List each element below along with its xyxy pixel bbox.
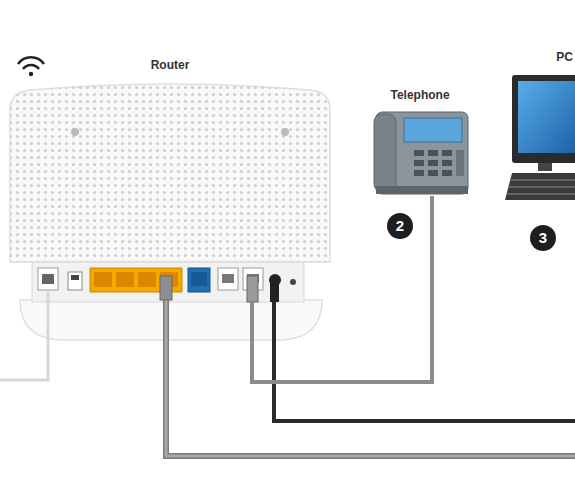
- screw-hole: [71, 128, 79, 136]
- lan-port: [94, 272, 112, 287]
- telephone-key: [442, 170, 452, 176]
- telephone-key: [442, 160, 452, 166]
- telephone-key: [428, 170, 438, 176]
- wan-socket: [191, 272, 207, 286]
- wifi-dot: [29, 72, 33, 76]
- phone-cable: [252, 196, 432, 382]
- telephone-key: [414, 170, 424, 176]
- telephone-key: [442, 150, 452, 156]
- usb-port: [68, 272, 82, 290]
- phone-socket: [222, 274, 234, 283]
- screw-hole: [281, 128, 289, 136]
- phone-port: [218, 268, 238, 290]
- power-cable: [274, 298, 575, 421]
- lan-plug: [160, 276, 172, 300]
- device-label: PC: [505, 50, 575, 64]
- device-label: Telephone: [370, 88, 470, 102]
- device-node: Telephone: [370, 86, 470, 196]
- wifi-arc: [18, 57, 44, 64]
- telephone-side-keys: [456, 150, 464, 176]
- telephone-key: [428, 150, 438, 156]
- telephone-key: [414, 160, 424, 166]
- usb-socket: [71, 275, 79, 280]
- router-vents: [10, 84, 330, 262]
- power-plug: [270, 280, 279, 302]
- telephone-base: [376, 186, 468, 194]
- monitor-frame: [512, 75, 575, 163]
- device-label: Router: [8, 58, 332, 72]
- phone-jack: [38, 268, 58, 290]
- telephone-key: [428, 160, 438, 166]
- telephone-handset: [374, 114, 396, 192]
- lan-port: [116, 272, 134, 287]
- lan-cable: [166, 296, 575, 456]
- phone-plug: [247, 276, 258, 302]
- lan-port: [138, 272, 156, 287]
- router-body: [10, 84, 330, 262]
- keyboard: [505, 173, 575, 200]
- monitor-stand: [538, 163, 552, 171]
- wifi-arc: [23, 65, 39, 69]
- port-panel: [32, 262, 304, 302]
- monitor-screen: [518, 81, 575, 153]
- callout-number: 3: [530, 225, 556, 251]
- telephone-screen: [404, 118, 462, 142]
- router-stand: [20, 300, 322, 340]
- device-node: PC: [505, 50, 575, 202]
- device-node: Router: [8, 78, 332, 302]
- reset-button: [290, 279, 296, 285]
- jack-socket: [42, 274, 54, 284]
- keyboard-keys: [507, 180, 575, 194]
- callout-number: 2: [387, 213, 413, 239]
- cable-outline: [166, 296, 575, 456]
- cable: [0, 290, 48, 380]
- wan-port: [188, 268, 210, 292]
- telephone-key: [414, 150, 424, 156]
